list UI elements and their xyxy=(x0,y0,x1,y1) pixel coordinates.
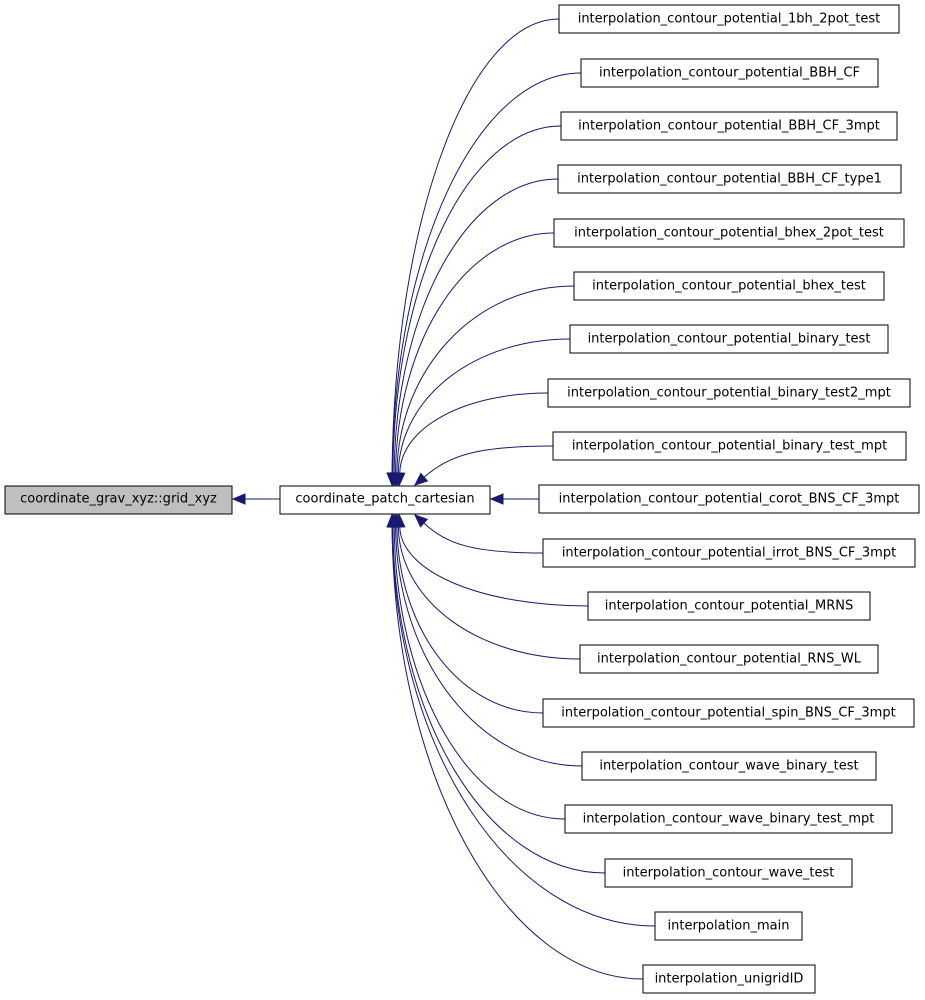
node-interpolation-unigridid-label: interpolation_unigridID xyxy=(655,972,804,987)
node-interpolation-contour-potential-bhex-test[interactable]: interpolation_contour_potential_bhex_tes… xyxy=(573,271,885,301)
edge-interpolation-contour-potential-irrot-bns-cf-3mpt xyxy=(414,514,544,554)
node-interpolation-contour-potential-corot-bns-cf-3mpt[interactable]: interpolation_contour_potential_corot_BN… xyxy=(538,484,920,514)
node-interpolation-contour-potential-irrot-bns-cf-3mpt-label: interpolation_contour_potential_irrot_BN… xyxy=(562,546,896,561)
node-interpolation-contour-potential-binary-test-label: interpolation_contour_potential_binary_t… xyxy=(588,332,871,347)
node-interpolation-contour-potential-irrot-bns-cf-3mpt[interactable]: interpolation_contour_potential_irrot_BN… xyxy=(542,538,916,568)
node-interpolation-contour-potential-bbh-cf-label: interpolation_contour_potential_BBH_CF xyxy=(599,66,860,81)
edges-layer xyxy=(231,18,656,980)
node-interpolation-contour-potential-rns-wl-label: interpolation_contour_potential_RNS_WL xyxy=(597,652,862,667)
node-interpolation-contour-wave-binary-test-mpt-label: interpolation_contour_wave_binary_test_m… xyxy=(583,812,875,827)
edge-interpolation-contour-potential-corot-bns-cf-3mpt xyxy=(489,493,539,505)
node-interpolation-contour-potential-rns-wl[interactable]: interpolation_contour_potential_RNS_WL xyxy=(579,644,879,674)
node-interpolation-contour-potential-binary-test-mpt-label: interpolation_contour_potential_binary_t… xyxy=(572,439,887,454)
node-interpolation-contour-potential-1bh-2pot-test-label: interpolation_contour_potential_1bh_2pot… xyxy=(578,12,881,27)
node-interpolation-contour-wave-test-label: interpolation_contour_wave_test xyxy=(623,866,835,881)
edge-patch-to-grid xyxy=(231,493,280,505)
edge-interpolation-contour-potential-bbh-cf-3mpt xyxy=(387,125,562,487)
node-interpolation-contour-potential-bbh-cf-3mpt[interactable]: interpolation_contour_potential_BBH_CF_3… xyxy=(560,111,898,141)
node-interpolation-contour-potential-binary-test-mpt[interactable]: interpolation_contour_potential_binary_t… xyxy=(552,431,907,461)
nodes-layer: coordinate_grav_xyz::grid_xyz coordinate… xyxy=(4,4,920,994)
node-interpolation-contour-potential-binary-test[interactable]: interpolation_contour_potential_binary_t… xyxy=(569,324,889,354)
node-interpolation-main[interactable]: interpolation_main xyxy=(654,911,803,941)
edge-interpolation-unigridid xyxy=(386,513,644,980)
node-interpolation-contour-potential-spin-bns-cf-3mpt[interactable]: interpolation_contour_potential_spin_BNS… xyxy=(542,698,915,728)
node-interpolation-contour-potential-binary-test2-mpt-label: interpolation_contour_potential_binary_t… xyxy=(567,386,891,401)
edge-interpolation-contour-potential-bbh-cf-type1 xyxy=(388,178,559,487)
node-interpolation-contour-potential-mrns-label: interpolation_contour_potential_MRNS xyxy=(605,599,854,614)
node-grid-xyz[interactable]: coordinate_grav_xyz::grid_xyz xyxy=(4,485,233,515)
edge-interpolation-contour-wave-binary-test-mpt xyxy=(388,513,566,820)
edge-interpolation-contour-potential-binary-test xyxy=(392,338,571,487)
node-interpolation-contour-potential-bbh-cf[interactable]: interpolation_contour_potential_BBH_CF xyxy=(580,58,879,88)
node-interpolation-contour-potential-bhex-2pot-test-label: interpolation_contour_potential_bhex_2po… xyxy=(574,226,884,241)
node-interpolation-contour-wave-binary-test-label: interpolation_contour_wave_binary_test xyxy=(599,759,858,774)
node-interpolation-contour-wave-binary-test[interactable]: interpolation_contour_wave_binary_test xyxy=(581,751,877,781)
node-interpolation-contour-potential-bbh-cf-3mpt-label: interpolation_contour_potential_BBH_CF_3… xyxy=(578,119,880,134)
node-coordinate-patch-cartesian[interactable]: coordinate_patch_cartesian xyxy=(279,485,491,515)
node-interpolation-contour-potential-corot-bns-cf-3mpt-label: interpolation_contour_potential_corot_BN… xyxy=(559,492,900,507)
node-grid-xyz-label: coordinate_grav_xyz::grid_xyz xyxy=(20,492,217,507)
node-interpolation-unigridid[interactable]: interpolation_unigridID xyxy=(642,964,816,994)
edge-interpolation-contour-potential-bbh-cf xyxy=(386,72,582,487)
edge-interpolation-contour-potential-1bh-2pot-test xyxy=(386,18,560,487)
edge-interpolation-contour-potential-bhex-test xyxy=(391,285,575,487)
node-interpolation-contour-potential-1bh-2pot-test[interactable]: interpolation_contour_potential_1bh_2pot… xyxy=(558,4,900,34)
node-interpolation-contour-potential-spin-bns-cf-3mpt-label: interpolation_contour_potential_spin_BNS… xyxy=(561,706,895,721)
edge-interpolation-contour-potential-spin-bns-cf-3mpt xyxy=(391,513,544,714)
node-interpolation-contour-potential-bhex-2pot-test[interactable]: interpolation_contour_potential_bhex_2po… xyxy=(553,218,905,248)
node-interpolation-contour-potential-mrns[interactable]: interpolation_contour_potential_MRNS xyxy=(587,591,871,621)
edge-interpolation-contour-potential-bhex-2pot-test xyxy=(389,232,555,487)
node-interpolation-contour-potential-bbh-cf-type1-label: interpolation_contour_potential_BBH_CF_t… xyxy=(577,172,882,187)
node-interpolation-contour-potential-bhex-test-label: interpolation_contour_potential_bhex_tes… xyxy=(592,279,866,294)
edge-interpolation-contour-potential-binary-test-mpt xyxy=(414,445,554,486)
node-interpolation-contour-wave-binary-test-mpt[interactable]: interpolation_contour_wave_binary_test_m… xyxy=(564,804,893,834)
node-interpolation-contour-potential-bbh-cf-type1[interactable]: interpolation_contour_potential_BBH_CF_t… xyxy=(557,164,902,194)
node-coordinate-patch-cartesian-label: coordinate_patch_cartesian xyxy=(295,492,474,507)
edge-interpolation-contour-potential-binary-test2-mpt xyxy=(394,392,549,487)
node-interpolation-main-label: interpolation_main xyxy=(668,919,790,934)
node-interpolation-contour-wave-test[interactable]: interpolation_contour_wave_test xyxy=(604,858,853,888)
node-interpolation-contour-potential-binary-test2-mpt[interactable]: interpolation_contour_potential_binary_t… xyxy=(547,378,911,408)
edge-interpolation-contour-potential-rns-wl xyxy=(392,513,581,660)
